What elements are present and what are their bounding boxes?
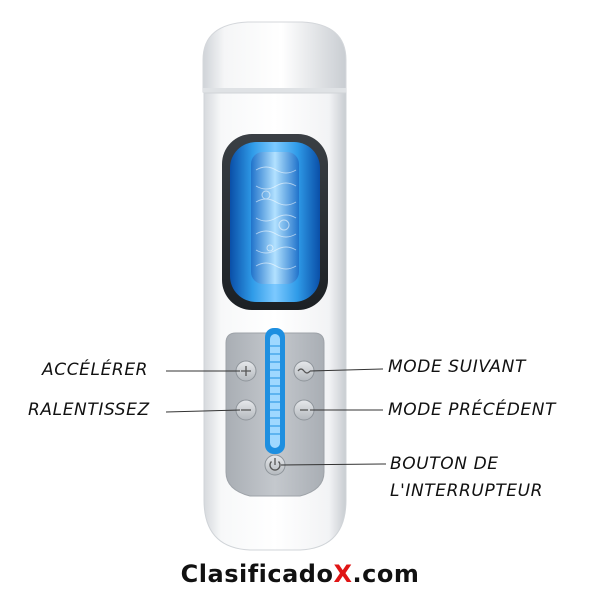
sleeve-texture: [255, 166, 297, 270]
wave-icon: [297, 368, 311, 374]
accelerate-label: ACCÉLÉRER: [42, 360, 149, 380]
brand-x: X: [333, 560, 353, 588]
slow-down-label: RALENTISSEZ: [28, 400, 150, 420]
power-button-label-line1: BOUTON DE: [390, 454, 499, 474]
brand-domain: .com: [352, 560, 420, 588]
previous-mode-label: MODE PRÉCÉDENT: [388, 400, 557, 420]
speed-indicator-ticks: [270, 345, 280, 435]
power-button-label-line2: L'INTERRUPTEUR: [390, 481, 544, 501]
cap-seam: [203, 88, 346, 93]
power-icon: [269, 458, 281, 471]
previous-mode-button[interactable]: [293, 399, 315, 421]
next-mode-button[interactable]: [293, 360, 315, 382]
next-mode-label: MODE SUIVANT: [388, 357, 526, 377]
device-cap: [202, 21, 347, 93]
plus-icon: [241, 366, 251, 376]
callout-lines: [165, 368, 387, 466]
brand-name: Clasificado: [180, 560, 334, 588]
accelerate-button[interactable]: [235, 360, 257, 382]
brand-watermark: ClasificadoX.com: [0, 560, 600, 588]
